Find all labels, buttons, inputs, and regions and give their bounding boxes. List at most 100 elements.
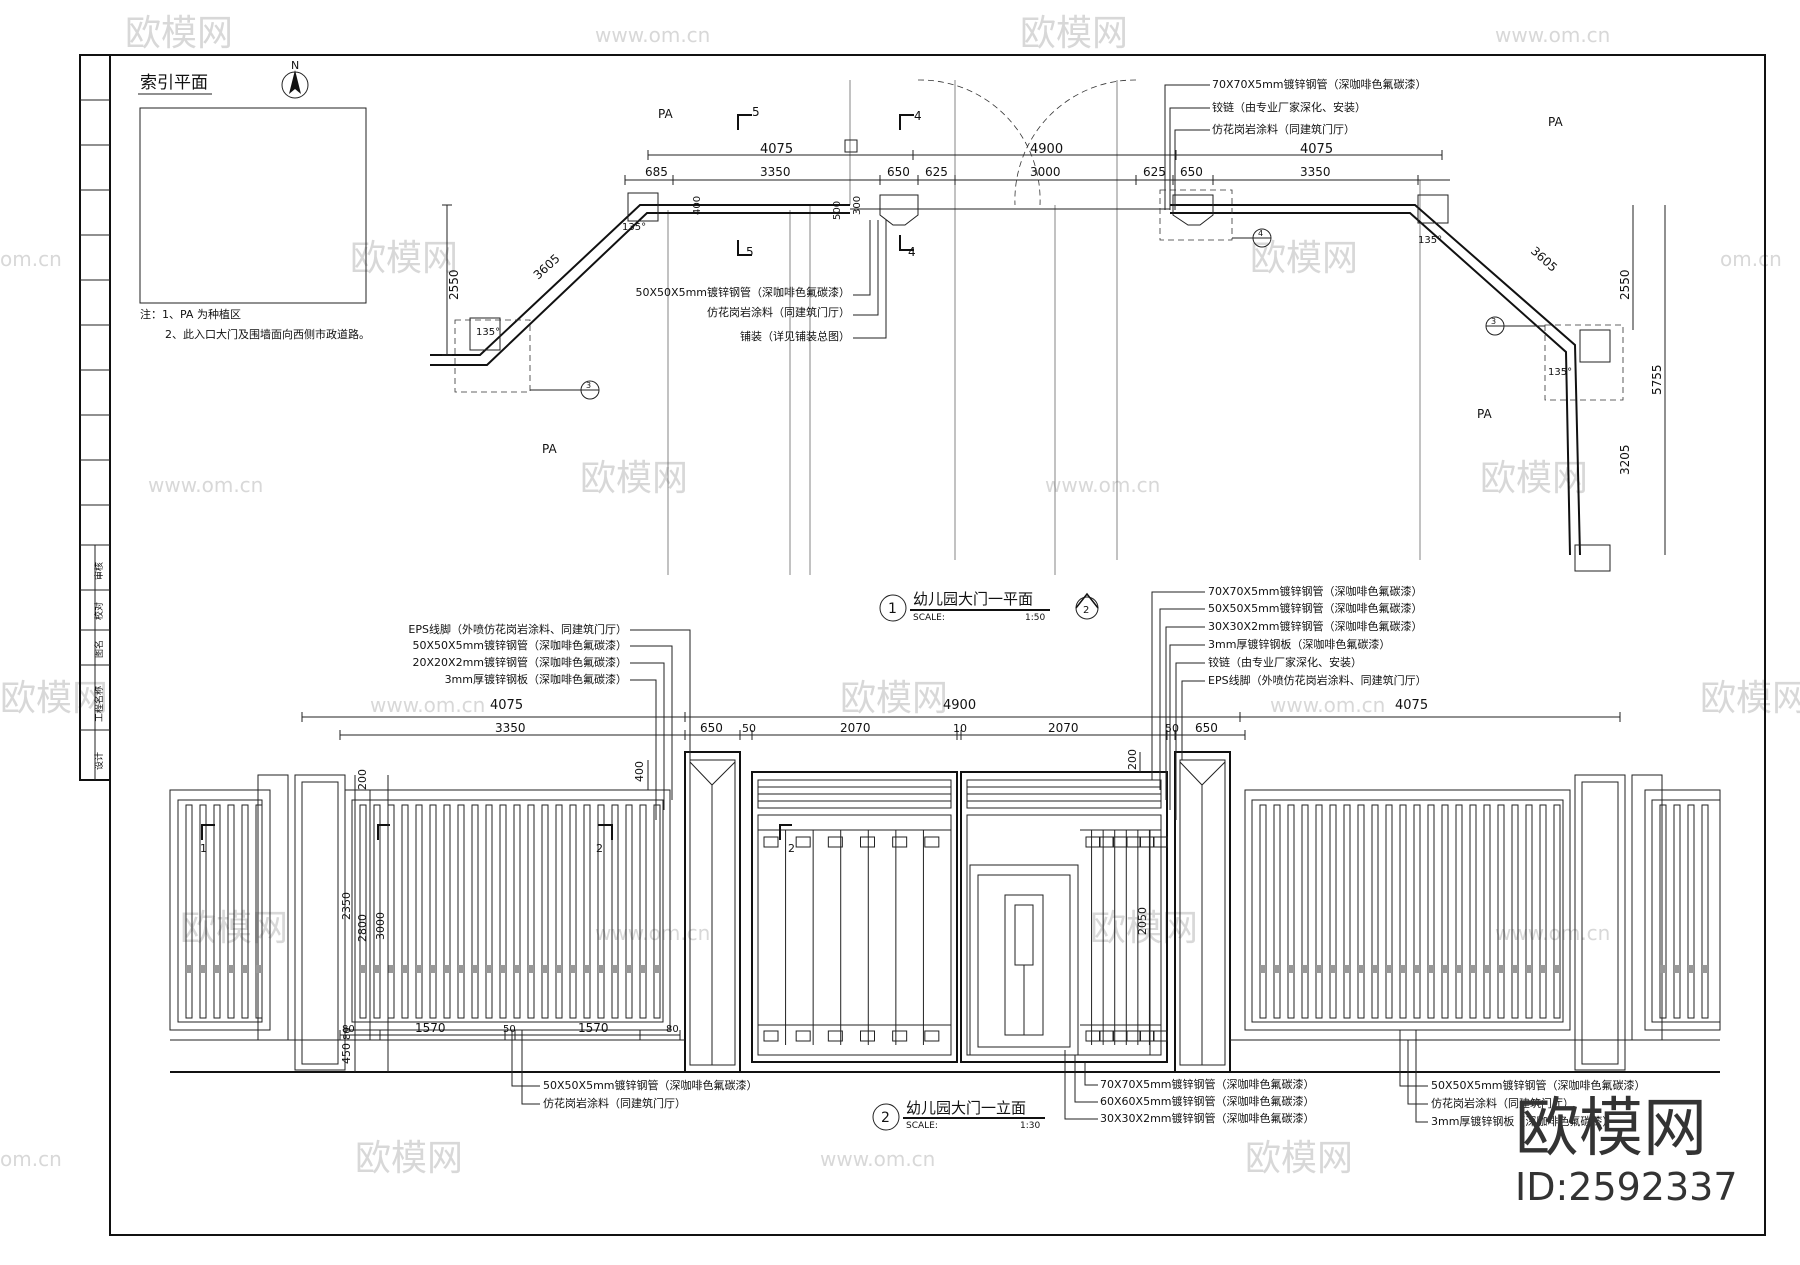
elevation-dim-chain-bottom [339, 1030, 681, 1040]
gate-ornament [1139, 836, 1155, 848]
title-block-label: 图名 [93, 640, 105, 658]
gate-ornament [892, 836, 908, 848]
elevation-callout: 仿花岗岩涂料（同建筑门厅） [543, 1096, 686, 1110]
watermark-layer: 欧模网 欧模网 欧模网 欧模网 欧模网 欧模网 欧模网 欧模网 欧模网 欧模网 … [0, 13, 1800, 1179]
wicket-inner-panel [1014, 904, 1034, 966]
view-direction-icon: 2 [1075, 592, 1099, 620]
watermark-logo: 欧模网 [1020, 13, 1128, 54]
fence-picket [429, 804, 437, 1019]
elevation-dim: 2350 [340, 892, 353, 920]
gate-ornament [795, 1030, 811, 1042]
elevation-dim: 4075 [490, 698, 523, 713]
gate-ornament [1126, 1030, 1141, 1042]
plan-wall [430, 139, 1611, 572]
svg-text:1: 1 [888, 601, 897, 617]
gate-ornament [924, 836, 940, 848]
section-mark-5 [737, 114, 752, 256]
elevation-dim-vertical [354, 752, 1151, 1072]
planting-area-label: PA [542, 442, 557, 456]
elevation-leader-bottom-left [511, 1030, 540, 1105]
fence-picket [541, 804, 549, 1019]
svg-text:1:30: 1:30 [1020, 1121, 1040, 1131]
elevation-dim: 4075 [1395, 698, 1428, 713]
plan-dim: 4075 [1300, 142, 1333, 157]
elevation-dim: 80 [342, 1024, 355, 1035]
plan-extension-lines [667, 80, 1421, 575]
elevation-callout: 30X30X2mm镀锌钢管（深咖啡色氟碳漆） [1100, 1111, 1315, 1125]
fence-picket [415, 804, 423, 1019]
fence-picket [583, 804, 591, 1019]
elevation-leader-bottom-right [1399, 1030, 1428, 1123]
title-block-label: 设计 [93, 752, 105, 770]
svg-text:2: 2 [881, 1110, 890, 1126]
fence-picket-ornament [570, 965, 576, 973]
gate-ornament [892, 1030, 908, 1042]
section-mark-label: 2 [596, 842, 603, 855]
gate-ornament [1139, 1030, 1155, 1042]
fence-picket-ornament [1316, 965, 1322, 973]
index-plan-note: 注：1、PA 为种植区 [140, 307, 241, 321]
elevation-dim: 4900 [943, 698, 976, 713]
watermark-logo: 欧模网 [125, 13, 233, 54]
fence-picket-ornament [472, 965, 478, 973]
gate-swing-arcs [917, 79, 1137, 206]
fence-picket-ornament [1344, 965, 1350, 973]
fence-picket [1287, 804, 1295, 1019]
fence-picket [213, 804, 221, 1019]
svg-text:欧模网: 欧模网 [355, 1138, 463, 1179]
fence-picket [1371, 804, 1379, 1019]
fence-picket [199, 804, 207, 1019]
plan-leader-left [853, 220, 887, 339]
plan-dim: 625 [1143, 165, 1166, 179]
fence-picket-ornament [1400, 965, 1406, 973]
gate-ornament [827, 836, 843, 848]
fence-picket-ornament [242, 965, 248, 973]
fence-picket-ornament [1688, 965, 1694, 973]
fence-picket [1399, 804, 1407, 1019]
fence-picket [555, 804, 563, 1019]
fence-picket [1413, 804, 1421, 1019]
elevation-dim: 650 [700, 721, 723, 735]
planting-area-label: PA [1477, 407, 1492, 421]
fence-picket [1385, 804, 1393, 1019]
plan-dim: 650 [1180, 165, 1203, 179]
plan-dim-vertical-right [1632, 205, 1666, 555]
right-fence [1244, 774, 1721, 1071]
elevation-callout: 铰链（由专业厂家深化、安装） [1208, 655, 1362, 669]
fence-picket-ornament [486, 965, 492, 973]
fence-picket [401, 804, 409, 1019]
gate-lattice [758, 829, 1168, 1045]
plan-callout: 70X70X5mm镀锌钢管（深咖啡色氟碳漆） [1212, 77, 1427, 91]
elevation-dim: 200 [1126, 749, 1139, 770]
plan-dim: 400 [692, 196, 703, 215]
fence-picket-ornament [1288, 965, 1294, 973]
fence-picket-ornament [1414, 965, 1420, 973]
watermark-url: www.om.cn [820, 1147, 935, 1171]
fence-picket-ornament [1526, 965, 1532, 973]
elevation-callout: 50X50X5mm镀锌钢管（深咖啡色氟碳漆） [1208, 601, 1423, 615]
plan-dim: 4900 [1030, 142, 1063, 157]
elevation-leader-left-top [630, 629, 691, 820]
fence-picket [1259, 804, 1267, 1019]
fence-picket [1455, 804, 1463, 1019]
fence-picket [597, 804, 605, 1019]
elevation-dim: 2800 [356, 914, 369, 942]
fence-picket-ornament [640, 965, 646, 973]
watermark-logo: 欧模网 [355, 1138, 463, 1179]
detail-reference-icon: 3 [1485, 316, 1545, 336]
fence-picket-ornament [626, 965, 632, 973]
watermark-url: www.om.cn [148, 473, 263, 497]
plan-dim: 4075 [760, 142, 793, 157]
fence-picket [1301, 804, 1309, 1019]
gate-ornament [1126, 836, 1141, 848]
fence-picket [227, 804, 235, 1019]
fence-picket [387, 804, 395, 1019]
elevation-dim: 80 [666, 1024, 679, 1035]
elevation-callout: 30X30X2mm镀锌钢管（深咖啡色氟碳漆） [1208, 619, 1423, 633]
elevation-callout: 60X60X5mm镀锌钢管（深咖啡色氟碳漆） [1100, 1094, 1315, 1108]
fence-picket-ornament [654, 965, 660, 973]
fence-picket-ornament [402, 965, 408, 973]
title-block-label: 审核 [93, 562, 105, 580]
fence-picket-ornament [1484, 965, 1490, 973]
fence-picket-ornament [1674, 965, 1680, 973]
